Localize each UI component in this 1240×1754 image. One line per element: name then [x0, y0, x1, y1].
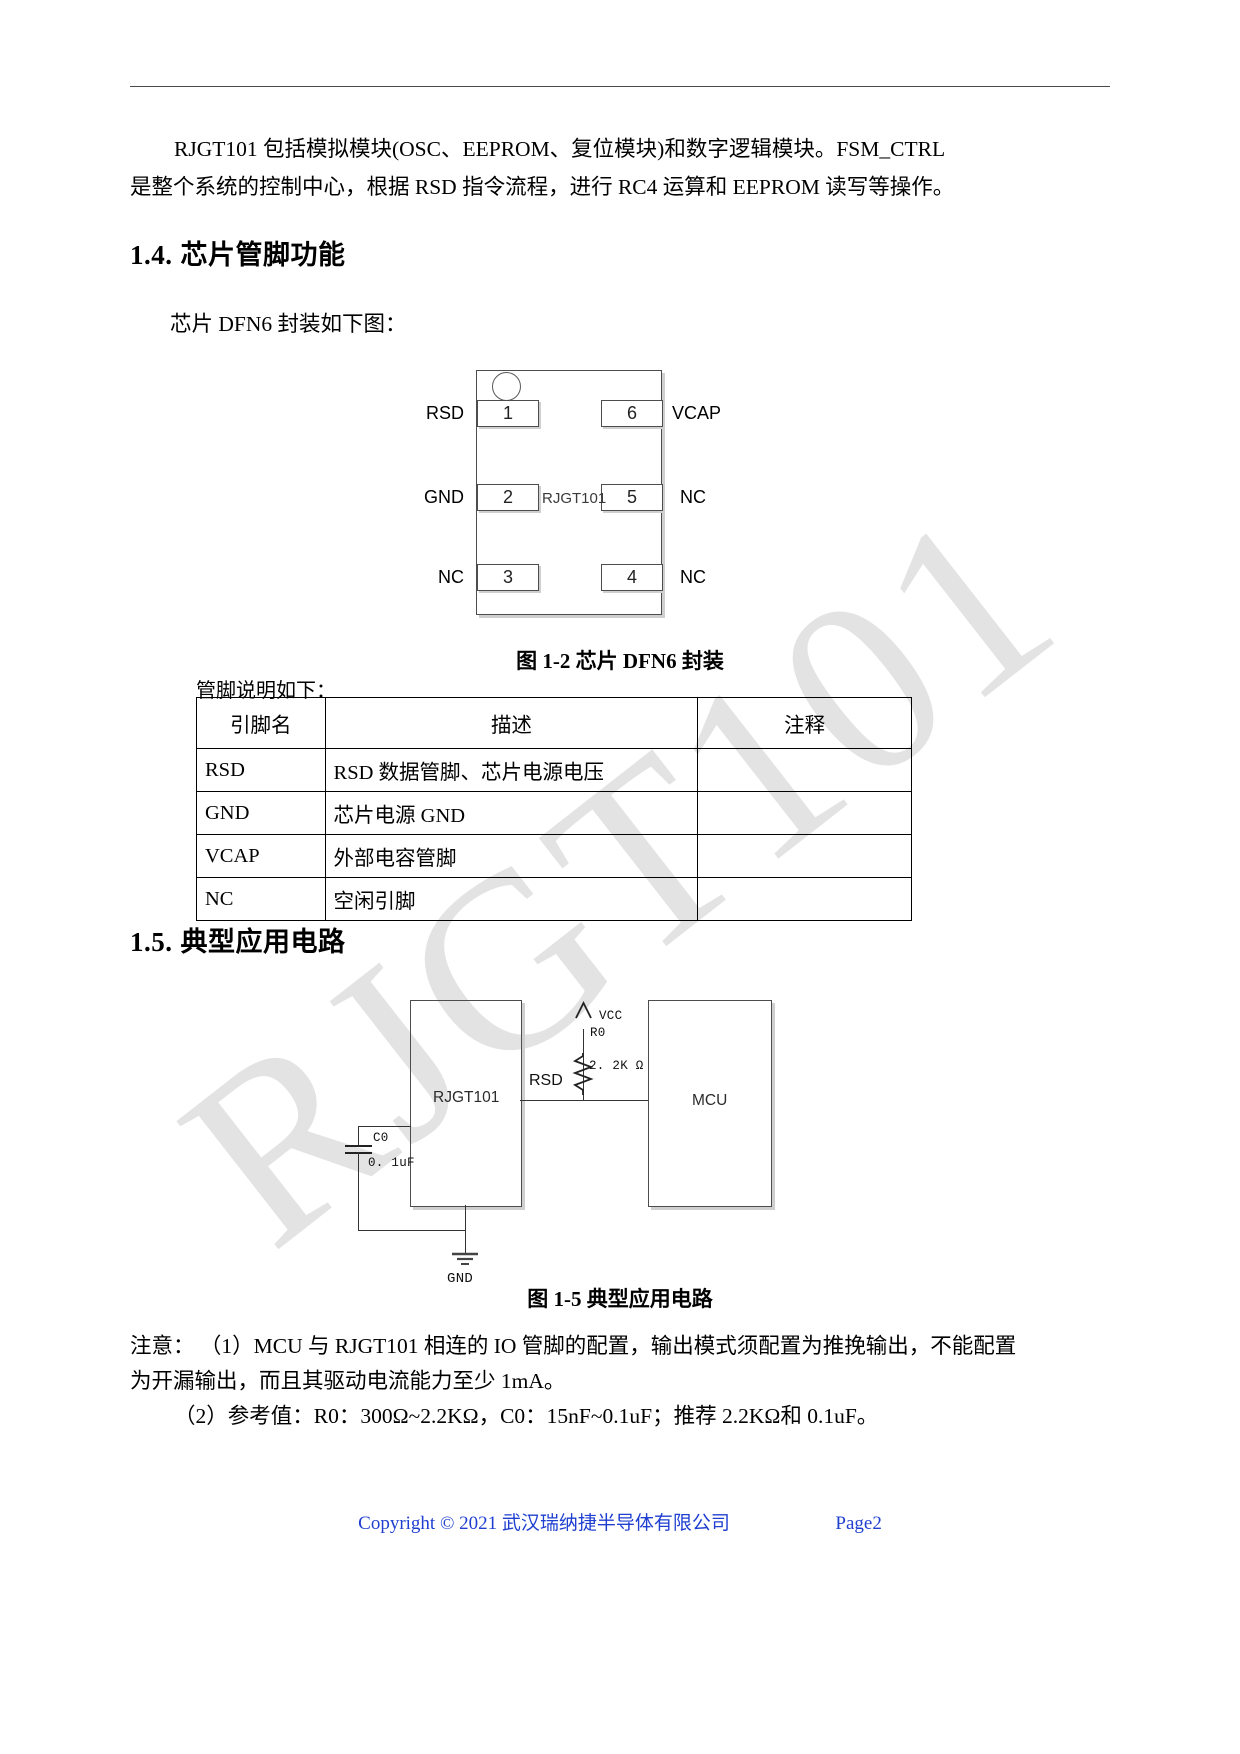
package-pad-5: 5 [601, 484, 663, 511]
circuit-mcu-label: MCU [692, 1092, 728, 1109]
table-row: RSD RSD 数据管脚、芯片电源电压 [196, 748, 912, 792]
pin-table-head: 引脚名 描述 注释 [196, 697, 912, 749]
figure-1-5-caption: 图 1-5 典型应用电路 [527, 1287, 713, 1311]
circuit-chip-block [410, 1000, 522, 1207]
circuit-resistor-ref: R0 [590, 1026, 606, 1040]
heading-1-4-number: 1.4. [130, 240, 173, 270]
heading-1-4-title: 芯片管脚功能 [180, 240, 346, 270]
circuit-cap-value: 0. 1uF [368, 1156, 415, 1170]
circuit-net-label-rsd: RSD [529, 1072, 563, 1089]
heading-1-4: 1.4. 芯片管脚功能 [130, 233, 346, 272]
intro-paragraph-line2: 是整个系统的控制中心，根据 RSD 指令流程，进行 RC4 运算和 EEPROM… [130, 175, 955, 199]
cell-description: 外部电容管脚 [324, 834, 699, 878]
footer-copyright: Copyright © 2021 武汉瑞纳捷半导体有限公司 [358, 1513, 730, 1534]
cell-pin-name: RSD [196, 748, 326, 792]
package-pin-label-vcap: VCAP [672, 403, 722, 423]
package-pad-4: 4 [601, 564, 663, 591]
package-pin-label-nc-3: NC [438, 567, 464, 587]
note-line-3: （2）参考值：R0：300Ω~2.2KΩ，C0：15nF~0.1uF；推荐 2.… [174, 1404, 879, 1428]
circuit-resistor-value: 2. 2K Ω [589, 1059, 644, 1073]
table-row: NC 空闲引脚 [196, 877, 912, 921]
pin1-indicator-circle [492, 372, 521, 401]
intro-paragraph-line1: RJGT101 包括模拟模块(OSC、EEPROM、复位模块)和数字逻辑模块。F… [174, 137, 946, 161]
package-pin-label-gnd: GND [424, 487, 464, 507]
table-header-pin-name: 引脚名 [196, 697, 326, 749]
table-header-row: 引脚名 描述 注释 [196, 697, 912, 749]
circuit-mcu-block [648, 1000, 772, 1207]
table-header-note: 注释 [697, 697, 912, 749]
circuit-chip-label: RJGT101 [433, 1089, 500, 1106]
page-footer: Copyright © 2021 武汉瑞纳捷半导体有限公司 Page2 [0, 1508, 1240, 1535]
resistor-r0-symbol [572, 1053, 594, 1095]
cell-pin-name: NC [196, 877, 326, 921]
circuit-ground-label: GND [447, 1271, 474, 1287]
heading-1-5-number: 1.5. [130, 927, 173, 957]
note-line-2: 为开漏输出，而且其驱动电流能力至少 1mA。 [130, 1369, 566, 1393]
package-pad-6: 6 [601, 400, 663, 427]
wire-rsd-net [520, 1100, 648, 1101]
circuit-vcc-label: VCC [599, 1009, 623, 1023]
footer-page-number: Page2 [835, 1513, 882, 1534]
package-pin-label-rsd: RSD [425, 403, 464, 423]
wire-ground-rail [358, 1230, 465, 1231]
pin-table-body: RSD RSD 数据管脚、芯片电源电压 GND 芯片电源 GND VCAP 外部… [196, 748, 912, 921]
note-line-1: 注意： （1）MCU 与 RJGT101 相连的 IO 管脚的配置，输出模式须配… [130, 1334, 1017, 1358]
wire-cap-top-lead [358, 1126, 359, 1145]
figure-1-2-caption: 图 1-2 芯片 DFN6 封装 [516, 649, 724, 673]
package-pin-label-nc-5: NC [680, 487, 706, 507]
heading-1-5-title: 典型应用电路 [180, 927, 346, 957]
pin-description-table: 引脚名 描述 注释 RSD RSD 数据管脚、芯片电源电压 GND 芯片电源 G… [196, 697, 912, 921]
wire-vcap-branch [358, 1126, 411, 1127]
section-1-4-lead: 芯片 DFN6 封装如下图： [170, 312, 407, 336]
cell-note [697, 877, 912, 921]
cell-description: RSD 数据管脚、芯片电源电压 [324, 748, 699, 792]
heading-1-5: 1.5. 典型应用电路 [130, 920, 346, 959]
package-pad-3: 3 [477, 564, 539, 591]
capacitor-top-plate [345, 1145, 372, 1147]
table-header-description: 描述 [324, 697, 699, 749]
vcc-arrow-icon [575, 1000, 592, 1019]
pin-table-lead: 管脚说明如下： [196, 680, 336, 702]
wire-chip-gnd-lead [465, 1205, 466, 1255]
package-pin-label-nc-4: NC [680, 567, 706, 587]
header-divider [130, 86, 1110, 87]
package-center-label: RJGT101 [542, 490, 607, 507]
cell-description: 空闲引脚 [324, 877, 699, 921]
table-row: VCAP 外部电容管脚 [196, 834, 912, 878]
wire-cap-bottom-lead [358, 1152, 359, 1230]
cell-note [697, 791, 912, 835]
circuit-cap-ref: C0 [373, 1131, 389, 1145]
package-pad-2: 2 [477, 484, 539, 511]
package-pad-1: 1 [477, 400, 539, 427]
ground-symbol-icon [452, 1252, 478, 1265]
